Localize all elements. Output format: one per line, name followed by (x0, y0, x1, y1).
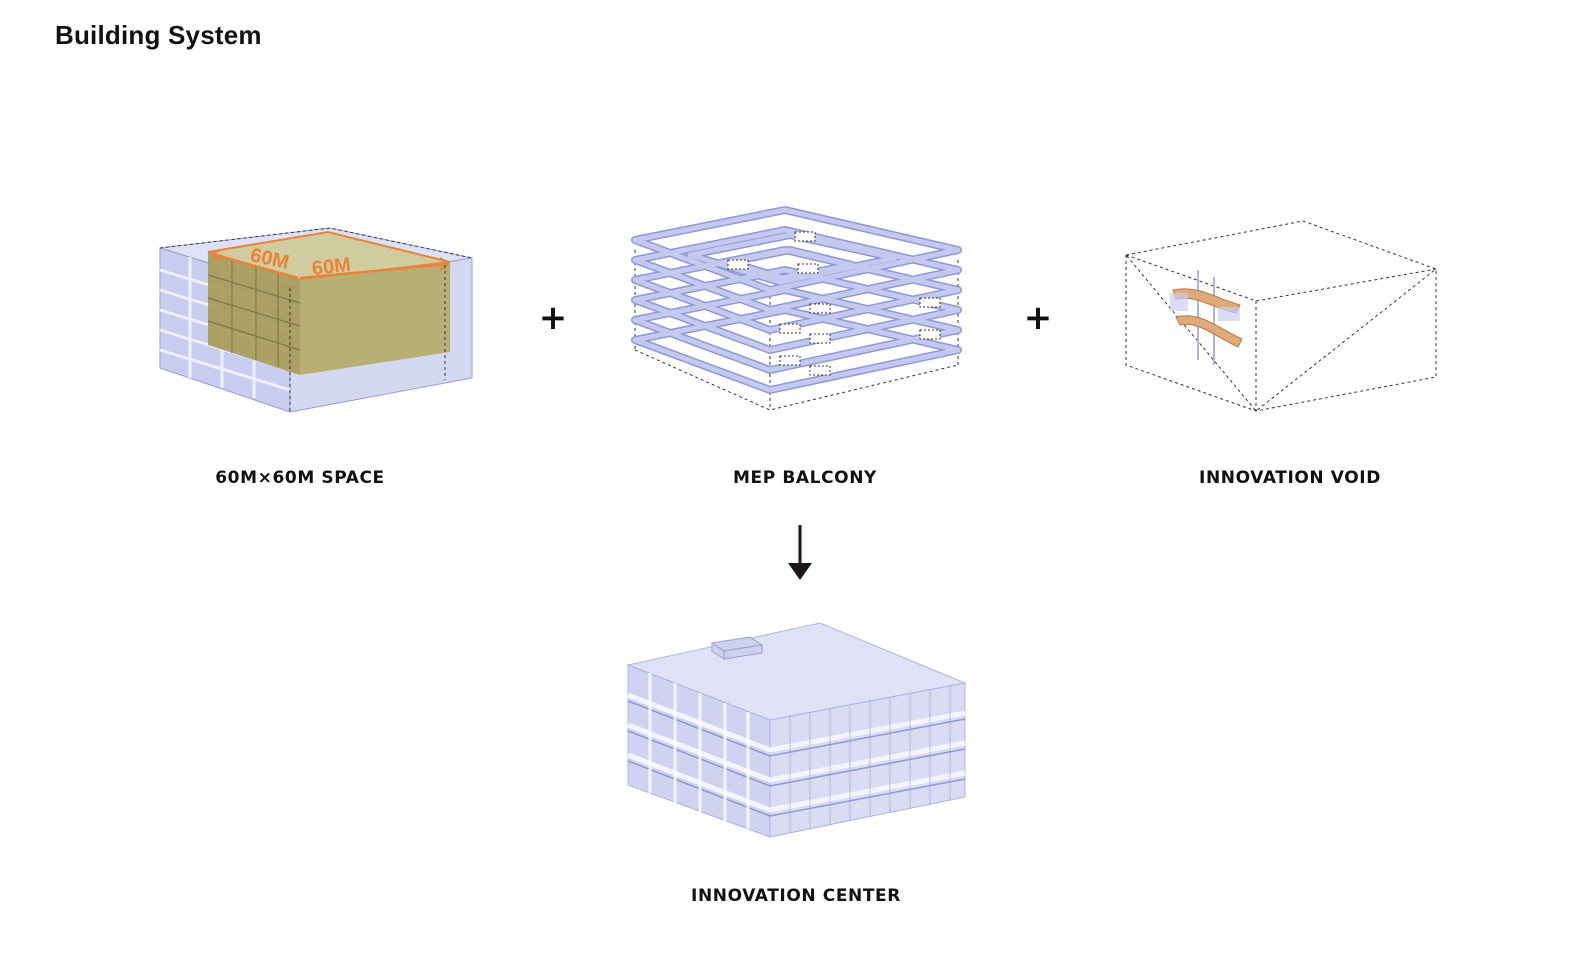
label-innovation-center: INNOVATION CENTER (691, 886, 901, 906)
mep-balcony-diagram (631, 206, 962, 411)
highlight-volume-right (300, 262, 450, 375)
balcony-slabs (631, 206, 962, 394)
block-dashed-outline (159, 227, 473, 412)
label-innovation-void: INNOVATION VOID (1199, 468, 1381, 488)
space-block-diagram (159, 227, 473, 413)
label-mep-balcony: MEP BALCONY (733, 468, 877, 488)
building-columns (648, 673, 750, 829)
plus-operator-2: + (1023, 298, 1053, 338)
page-title: Building System (55, 20, 262, 50)
label-60m-space: 60M×60M SPACE (215, 468, 385, 488)
void-vertical-cores (1197, 270, 1215, 365)
dimension-arrows (210, 248, 451, 280)
result-arrow (788, 525, 812, 580)
void-dashed-box (1125, 220, 1438, 412)
void-bridges (1170, 288, 1243, 348)
highlight-volume-left (208, 252, 300, 375)
innovation-center-building (626, 622, 967, 838)
dimension-label-2: 60M (310, 254, 352, 280)
plus-operator-1: + (538, 298, 568, 338)
building-fins (789, 686, 951, 833)
rooftop-equipment (710, 636, 764, 660)
innovation-void-diagram (1125, 220, 1438, 412)
highlight-window-grid (207, 260, 301, 367)
mep-shafts (727, 231, 941, 376)
